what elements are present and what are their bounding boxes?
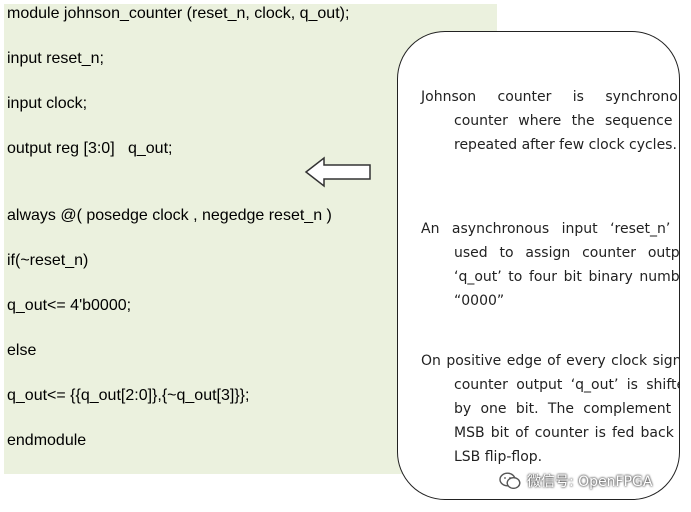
explanation-box: Johnson counter is synchronous counter w…: [397, 31, 680, 500]
code-line-endmodule: endmodule: [7, 432, 87, 449]
code-line-if: if(~reset_n): [7, 252, 89, 269]
note-johnson-counter: Johnson counter is synchronous counter w…: [421, 89, 680, 153]
code-line-output: output reg [3:0] q_out;: [7, 140, 173, 157]
watermark: 微信号: OpenFPGA: [499, 470, 652, 492]
code-line-reset-assign: q_out<= 4'b0000;: [7, 297, 132, 314]
note-reset: An asynchronous input ‘reset_n’ is used …: [421, 221, 680, 309]
watermark-text: 微信号: OpenFPGA: [527, 474, 653, 490]
wechat-icon: [499, 472, 521, 490]
code-line-module: module johnson_counter (reset_n, clock, …: [7, 5, 350, 22]
left-arrow-icon: [304, 156, 371, 188]
code-line-shift-assign: q_out<= {{q_out[2:0]},{~q_out[3]}};: [7, 387, 250, 404]
note-clock-shift: On positive edge of every clock signal c…: [421, 353, 680, 465]
code-line-input-reset: input reset_n;: [7, 50, 104, 67]
code-line-else: else: [7, 342, 37, 359]
code-line-input-clock: input clock;: [7, 95, 88, 112]
code-line-always: always @( posedge clock , negedge reset_…: [7, 207, 332, 224]
